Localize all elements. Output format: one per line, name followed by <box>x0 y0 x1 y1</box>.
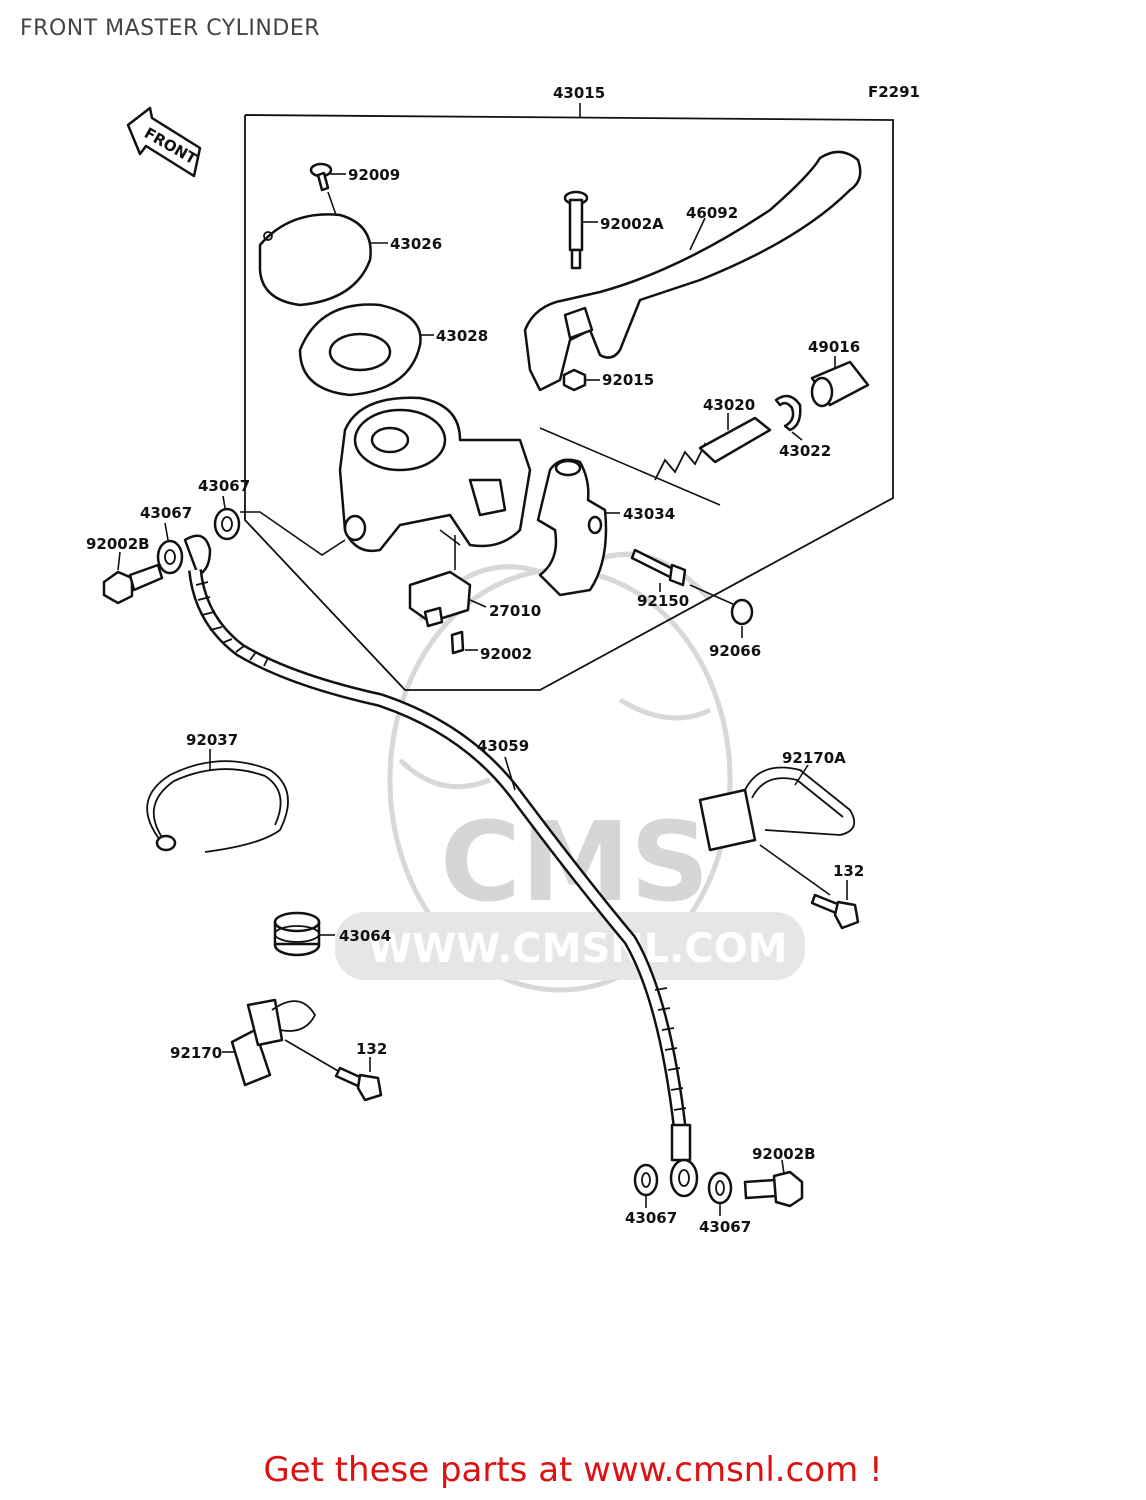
brake-lever <box>523 150 862 392</box>
part-label-132-upper: 132 <box>833 862 864 880</box>
washer-upper <box>213 507 241 541</box>
banjo-bolt-upper <box>102 563 164 605</box>
part-label-92170A: 92170A <box>782 749 846 767</box>
dust-boot <box>810 360 870 408</box>
part-label-92015: 92015 <box>602 371 654 389</box>
part-label-43067-upper: 43067 <box>198 477 250 495</box>
washer-bottom-right <box>707 1171 733 1205</box>
part-label-132-lower: 132 <box>356 1040 387 1058</box>
screw-icon <box>309 162 333 192</box>
watermark-url: WWW.CMSNL.COM <box>368 926 788 972</box>
banjo-bolt-lower <box>743 1170 804 1208</box>
part-label-46092: 46092 <box>686 204 738 222</box>
part-label-43067-bottom-right: 43067 <box>699 1218 751 1236</box>
part-label-43034: 43034 <box>623 505 675 523</box>
part-label-43059: 43059 <box>477 737 529 755</box>
bracket-bolt-upper <box>810 893 860 930</box>
part-label-43022: 43022 <box>779 442 831 460</box>
part-label-92066: 92066 <box>709 642 761 660</box>
part-label-43064: 43064 <box>339 927 391 945</box>
part-label-27010: 27010 <box>489 602 541 620</box>
hose-clamp-band <box>146 760 289 853</box>
part-label-92002B-top: 92002B <box>86 535 150 553</box>
pivot-bolt <box>563 190 589 270</box>
circlip <box>774 394 802 432</box>
bolt-cap <box>730 598 754 626</box>
part-label-92002A: 92002A <box>600 215 664 233</box>
part-label-43026: 43026 <box>390 235 442 253</box>
part-label-43067-bottom-left: 43067 <box>625 1209 677 1227</box>
part-label-92170: 92170 <box>170 1044 222 1062</box>
reservoir-cap <box>258 213 372 307</box>
front-arrow-icon: FRONT <box>126 106 202 178</box>
page-title: FRONT MASTER CYLINDER <box>20 16 321 41</box>
part-label-92002B-bottom: 92002B <box>752 1145 816 1163</box>
washer-bottom-left <box>633 1163 659 1197</box>
part-label-92002: 92002 <box>480 645 532 663</box>
footer-link[interactable]: Get these parts at www.cmsnl.com ! <box>263 1450 883 1490</box>
switch-screw <box>450 630 465 655</box>
piston-assembly <box>654 416 772 481</box>
assembly-outline <box>244 114 894 691</box>
lever-nut <box>562 368 587 392</box>
handlebar-clamp <box>536 458 608 597</box>
part-label-43015: 43015 <box>553 84 605 102</box>
master-cylinder-body <box>338 396 532 553</box>
diaphragm <box>298 303 422 397</box>
hose-bracket-lower <box>230 998 317 1087</box>
part-label-43020: 43020 <box>703 396 755 414</box>
figure-code: F2291 <box>868 83 920 101</box>
part-label-43067-lower: 43067 <box>140 504 192 522</box>
clamp-bolt <box>630 548 687 587</box>
washer-lower <box>156 539 184 575</box>
part-label-92009: 92009 <box>348 166 400 184</box>
part-label-49016: 49016 <box>808 338 860 356</box>
brake-light-switch <box>408 570 472 628</box>
part-label-43028: 43028 <box>436 327 488 345</box>
bracket-bolt-lower <box>334 1066 383 1102</box>
grommet <box>273 911 321 957</box>
part-label-92037: 92037 <box>186 731 238 749</box>
hose-bracket-upper <box>698 766 856 852</box>
brake-hose <box>183 534 699 1198</box>
part-label-92150: 92150 <box>637 592 689 610</box>
